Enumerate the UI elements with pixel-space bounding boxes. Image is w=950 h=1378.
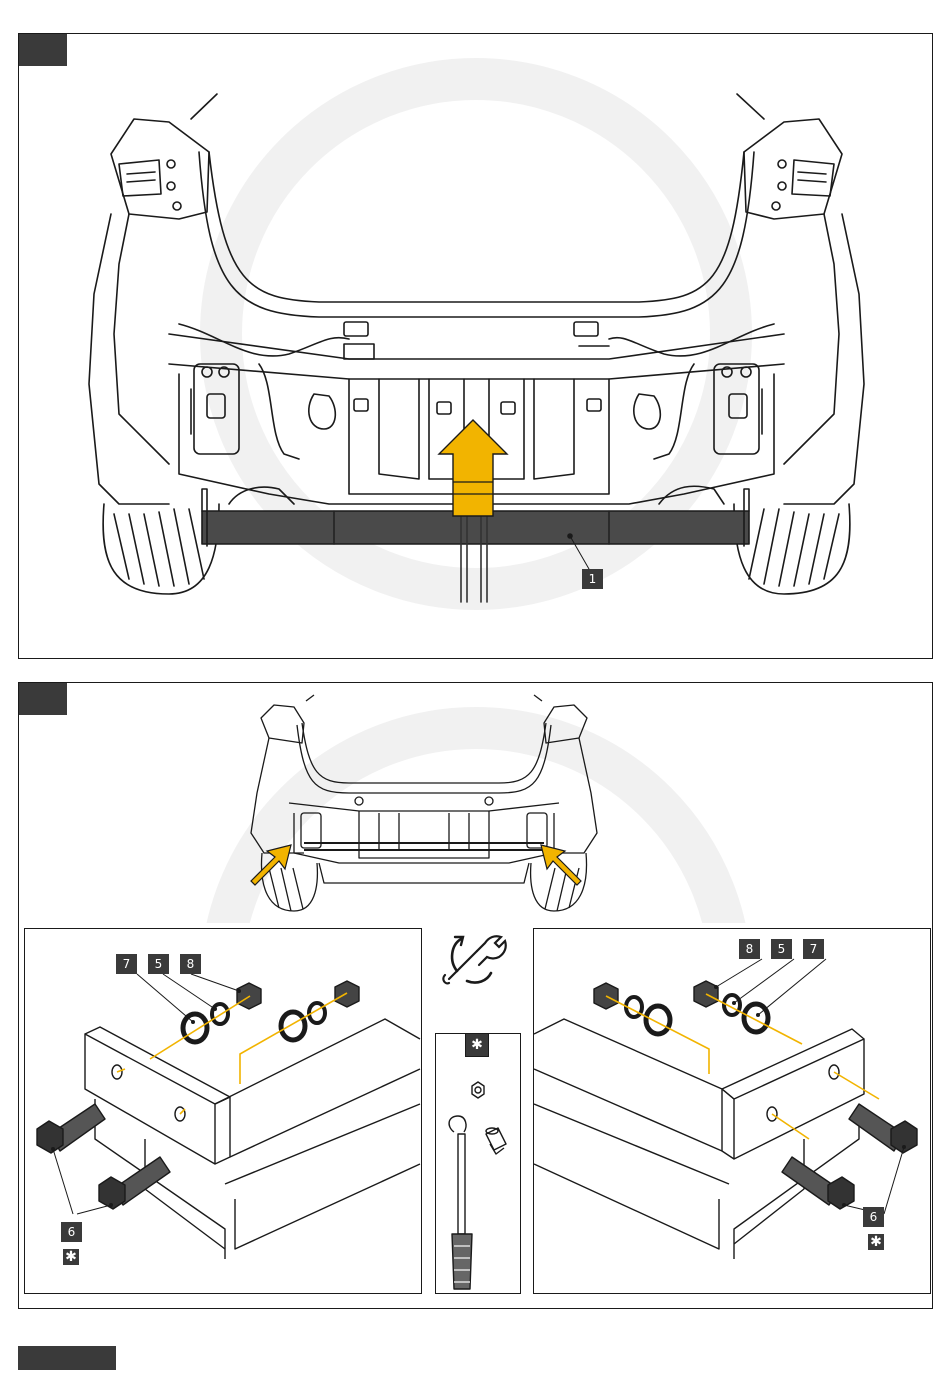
step-2-panel: 7 5 8 6 ✱ ✱ <box>18 682 933 1309</box>
left-torque-star-icon: ✱ <box>63 1249 79 1265</box>
left-label-washer-spring: 5 <box>148 954 169 974</box>
step-1-panel: 1 <box>18 33 933 659</box>
part-label-1: 1 <box>582 569 603 589</box>
right-label-washer-large: 7 <box>803 939 824 959</box>
ratchet-socket-drawing <box>436 1034 521 1294</box>
right-bolt-detail: 8 5 7 6 ✱ <box>533 928 931 1294</box>
right-torque-star-icon: ✱ <box>868 1234 884 1250</box>
left-label-washer-large: 7 <box>116 954 137 974</box>
rear-chassis-drawing <box>19 34 933 659</box>
left-label-bolt: 6 <box>61 1222 82 1242</box>
right-label-nut: 8 <box>739 939 760 959</box>
right-label-bolt: 6 <box>863 1207 884 1227</box>
right-label-washer-spring: 5 <box>771 939 792 959</box>
right-mount-arrow-icon <box>541 845 581 885</box>
tool-box: ✱ <box>435 1033 521 1294</box>
left-bolt-exploded-drawing <box>25 929 422 1294</box>
left-label-nut: 8 <box>180 954 201 974</box>
wrench-tighten-icon <box>437 921 517 991</box>
watermark-logo-2 <box>221 728 731 923</box>
overview-chassis-drawing <box>19 683 933 923</box>
install-direction-arrow-icon <box>439 420 507 516</box>
left-bolt-detail: 7 5 8 6 ✱ <box>24 928 422 1294</box>
footer-page-tab <box>18 1346 116 1370</box>
